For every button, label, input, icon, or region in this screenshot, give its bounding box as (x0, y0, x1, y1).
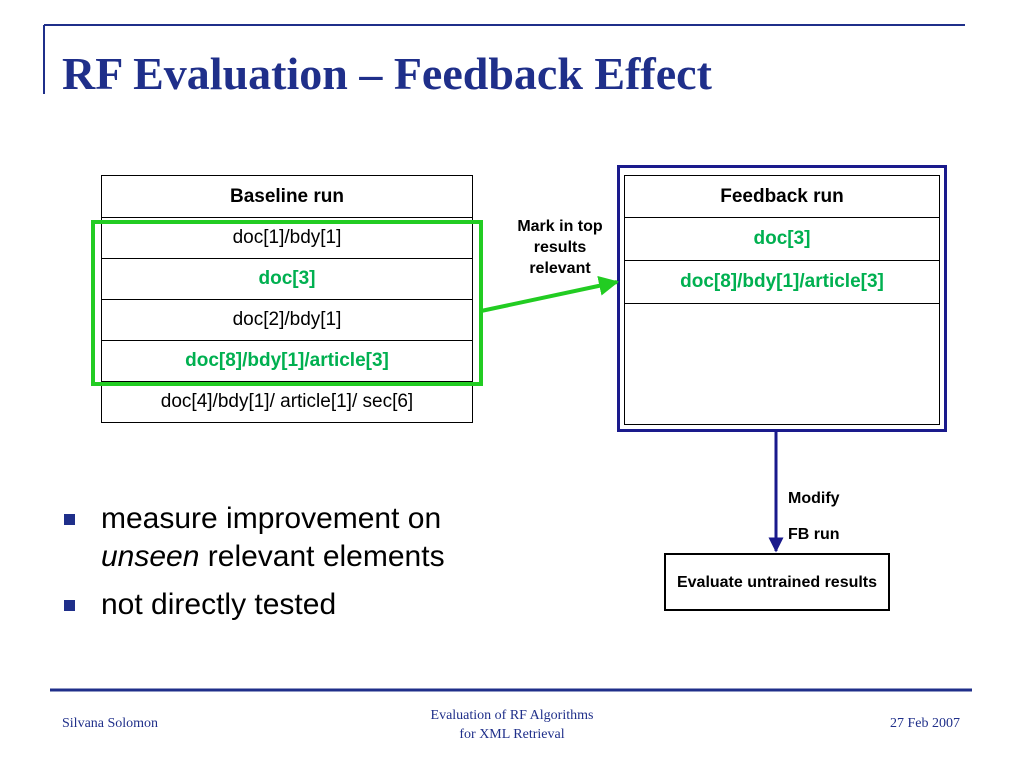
feedback-run-frame (617, 165, 947, 432)
baseline-row-2: doc[3] (101, 258, 473, 300)
bullet-1-rest: relevant elements (199, 540, 445, 573)
bullet-item-2: not directly tested (64, 586, 445, 624)
baseline-row-4: doc[8]/bdy[1]/article[3] (101, 340, 473, 382)
footer-center: Evaluation of RF Algorithms for XML Retr… (362, 706, 662, 744)
bullet-2-text: not directly tested (101, 588, 337, 621)
baseline-row-3: doc[2]/bdy[1] (101, 299, 473, 341)
mark-relevant-label: Mark in top results relevant (500, 216, 620, 279)
bullet-1-line-1: measure improvement on (101, 502, 442, 535)
footer-date: 27 Feb 2007 (890, 716, 960, 731)
bullet-1-line-2: unseen relevant elements (101, 538, 445, 576)
modify-label-line-1: Modify (788, 490, 840, 507)
slide-title: RF Evaluation – Feedback Effect (62, 48, 712, 99)
feedback-row-1: doc[3] (624, 217, 940, 261)
baseline-row-5: doc[4]/bdy[1]/ article[1]/ sec[6] (101, 381, 473, 423)
footer-center-line-2: for XML Retrieval (459, 727, 565, 742)
mark-label-line-2: results (533, 239, 587, 256)
bullet-1-emphasis: unseen (101, 540, 200, 573)
modify-fb-label: Modify FB run (788, 490, 840, 544)
mark-label-line-1: Mark in top (517, 218, 603, 235)
feedback-row-2: doc[8]/bdy[1]/article[3] (624, 260, 940, 304)
footer-author: Silvana Solomon (62, 716, 159, 731)
feedback-header: Feedback run (624, 175, 940, 218)
bullet-item-1: measure improvement on unseen relevant e… (64, 500, 445, 576)
evaluate-untrained-results-box: Evaluate untrained results (664, 553, 890, 611)
baseline-header: Baseline run (101, 175, 473, 218)
square-bullet-icon (64, 514, 75, 525)
feedback-row-empty (624, 303, 940, 425)
top-results-highlight (91, 220, 483, 386)
feedback-run-table: Feedback run doc[3] doc[8]/bdy[1]/articl… (624, 175, 940, 425)
bullet-list: measure improvement on unseen relevant e… (64, 500, 445, 634)
mark-relevant-arrow (480, 275, 619, 313)
square-bullet-icon (64, 600, 75, 611)
modify-label-line-2: FB run (788, 526, 840, 543)
mark-label-line-3: relevant (529, 260, 591, 277)
footer-center-line-1: Evaluation of RF Algorithms (430, 708, 594, 723)
